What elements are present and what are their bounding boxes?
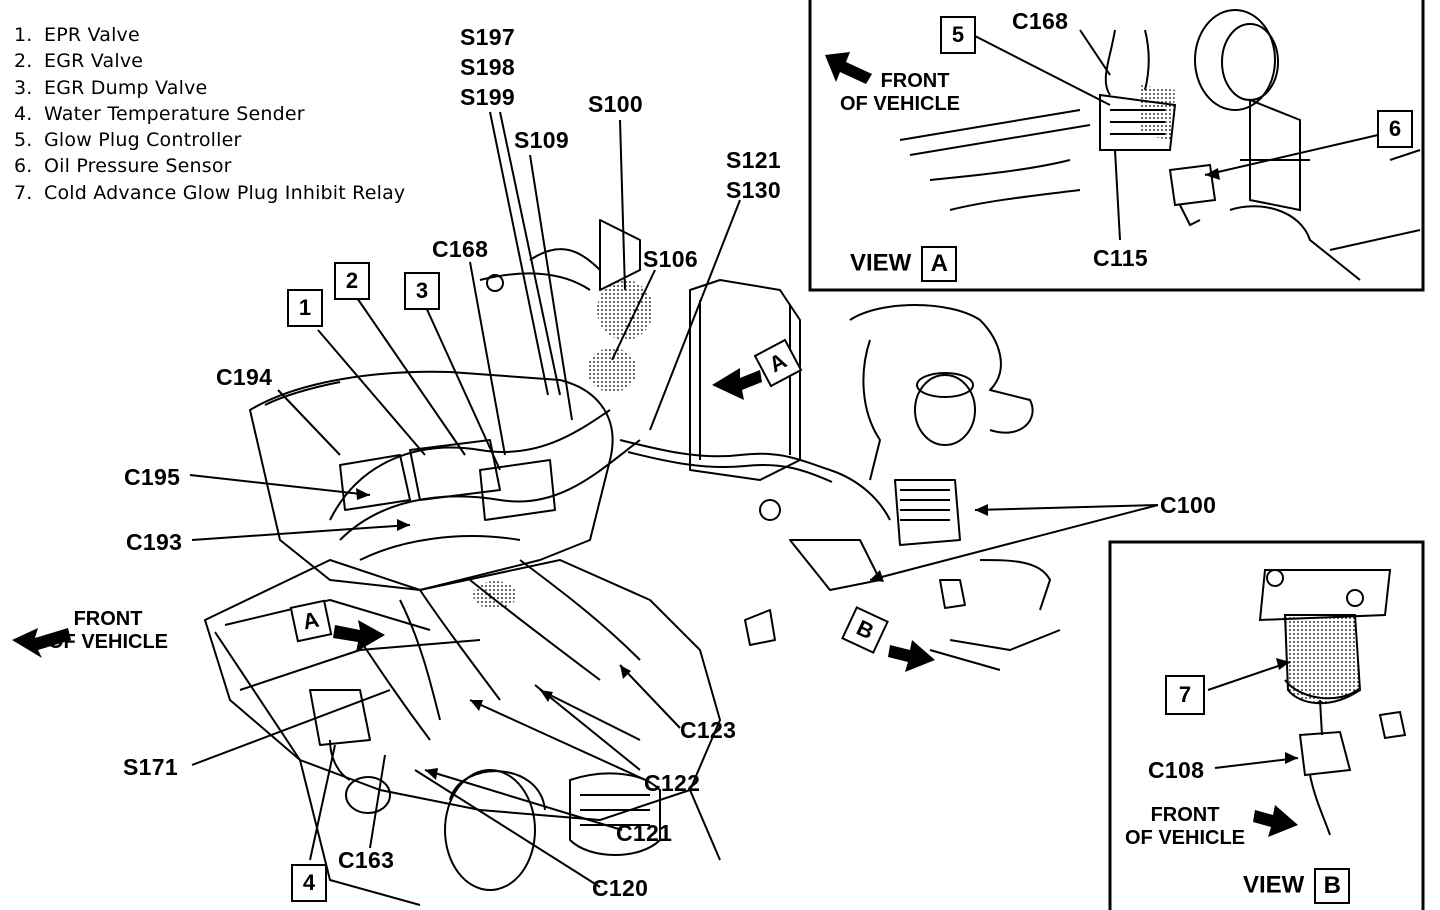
splice-label-s171: S171 — [123, 754, 178, 780]
view-a-artwork — [899, 9, 1421, 281]
splice-shading — [473, 85, 1360, 704]
connector-label-c123: C123 — [680, 717, 737, 743]
splice-label-s199: S199 — [460, 84, 515, 110]
connector-label-c163: C163 — [338, 847, 395, 873]
splice-label-s121: S121 — [726, 147, 781, 173]
legend-text: Cold Advance Glow Plug Inhibit Relay — [44, 181, 406, 204]
view-b-word: VIEW — [1243, 871, 1305, 899]
parts-legend: 1. EPR Valve 2. EGR Valve 3. EGR Dump Valve… — [14, 22, 405, 206]
callout-4: 4 — [291, 864, 327, 902]
front-label-line2: OF VEHICLE — [1125, 827, 1246, 849]
direction-arrows — [12, 52, 1298, 837]
callout-3: 3 — [404, 272, 440, 310]
connector-label-c121: C121 — [616, 820, 673, 846]
callout-1: 1 — [287, 289, 323, 327]
callout-5: 5 — [940, 16, 976, 54]
callout-6: 6 — [1377, 110, 1413, 148]
legend-number: 7. — [14, 181, 33, 204]
view-a-word: VIEW — [850, 249, 912, 277]
view-b-panel-border — [1108, 540, 1425, 910]
legend-text: EGR Valve — [44, 50, 144, 73]
view-a-panel-border — [808, 0, 1425, 292]
front-label-line2: OF VEHICLE — [48, 631, 169, 653]
connector-label-c108: C108 — [1148, 757, 1205, 783]
front-of-vehicle-label-view-b: FRONT OF VEHICLE — [1125, 804, 1245, 850]
legend-number: 1. — [14, 24, 33, 46]
front-label-line2: OF VEHICLE — [840, 93, 961, 115]
legend-item: 7. Cold Advance Glow Plug Inhibit Relay — [14, 180, 405, 206]
legend-text: EGR Dump Valve — [44, 76, 208, 99]
connector-label-c195: C195 — [124, 464, 181, 490]
view-b-letter: B — [1314, 868, 1351, 904]
legend-text: Water Temperature Sender — [44, 102, 305, 125]
view-a-marker-left: A — [289, 599, 333, 643]
front-label-line1: FRONT — [880, 70, 950, 92]
view-b-title: VIEW B — [1243, 868, 1351, 904]
splice-label-s130: S130 — [726, 177, 781, 203]
legend-text: Glow Plug Controller — [44, 129, 242, 152]
front-label-line1: FRONT — [1150, 804, 1220, 826]
callout-2: 2 — [334, 262, 370, 300]
connector-label-c115: C115 — [1093, 245, 1148, 271]
connector-label-c168: C168 — [432, 236, 489, 262]
legend-number: 2. — [14, 50, 33, 73]
front-of-vehicle-label-main: FRONT OF VEHICLE — [48, 608, 168, 654]
view-a-title: VIEW A — [850, 246, 958, 282]
legend-item: 2. EGR Valve — [14, 48, 405, 74]
callout-7: 7 — [1165, 675, 1205, 715]
legend-number: 3. — [14, 76, 33, 99]
leader-arrowheads — [356, 168, 1298, 780]
legend-item: 3. EGR Dump Valve — [14, 75, 405, 101]
front-label-line1: FRONT — [73, 608, 143, 630]
connector-label-c168-view-a: C168 — [1012, 8, 1069, 34]
front-of-vehicle-label-view-a: FRONT OF VEHICLE — [840, 70, 960, 116]
splice-label-s198: S198 — [460, 54, 515, 80]
legend-item: 6. Oil Pressure Sensor — [14, 153, 405, 179]
connector-label-c194: C194 — [216, 364, 273, 390]
view-a-letter: A — [921, 246, 958, 282]
view-b-artwork — [1258, 569, 1407, 836]
leader-lines — [189, 29, 1379, 888]
legend-item: 4. Water Temperature Sender — [14, 101, 405, 127]
splice-label-s109: S109 — [514, 127, 569, 153]
legend-text: EPR Valve — [44, 24, 140, 46]
legend-item: 5. Glow Plug Controller — [14, 127, 405, 153]
legend-number: 6. — [14, 155, 33, 178]
connector-label-c193: C193 — [126, 529, 183, 555]
splice-label-s100: S100 — [588, 91, 643, 117]
engine-block-outline — [204, 219, 1061, 906]
connector-label-c100: C100 — [1160, 492, 1217, 518]
legend-text: Oil Pressure Sensor — [44, 155, 232, 178]
splice-label-s106: S106 — [643, 246, 698, 272]
splice-label-s197: S197 — [460, 24, 515, 50]
legend-number: 5. — [14, 129, 33, 152]
legend-number: 4. — [14, 102, 33, 125]
legend-item: 1. EPR Valve — [14, 22, 405, 48]
connector-label-c120: C120 — [592, 875, 649, 901]
connector-label-c122: C122 — [644, 770, 701, 796]
